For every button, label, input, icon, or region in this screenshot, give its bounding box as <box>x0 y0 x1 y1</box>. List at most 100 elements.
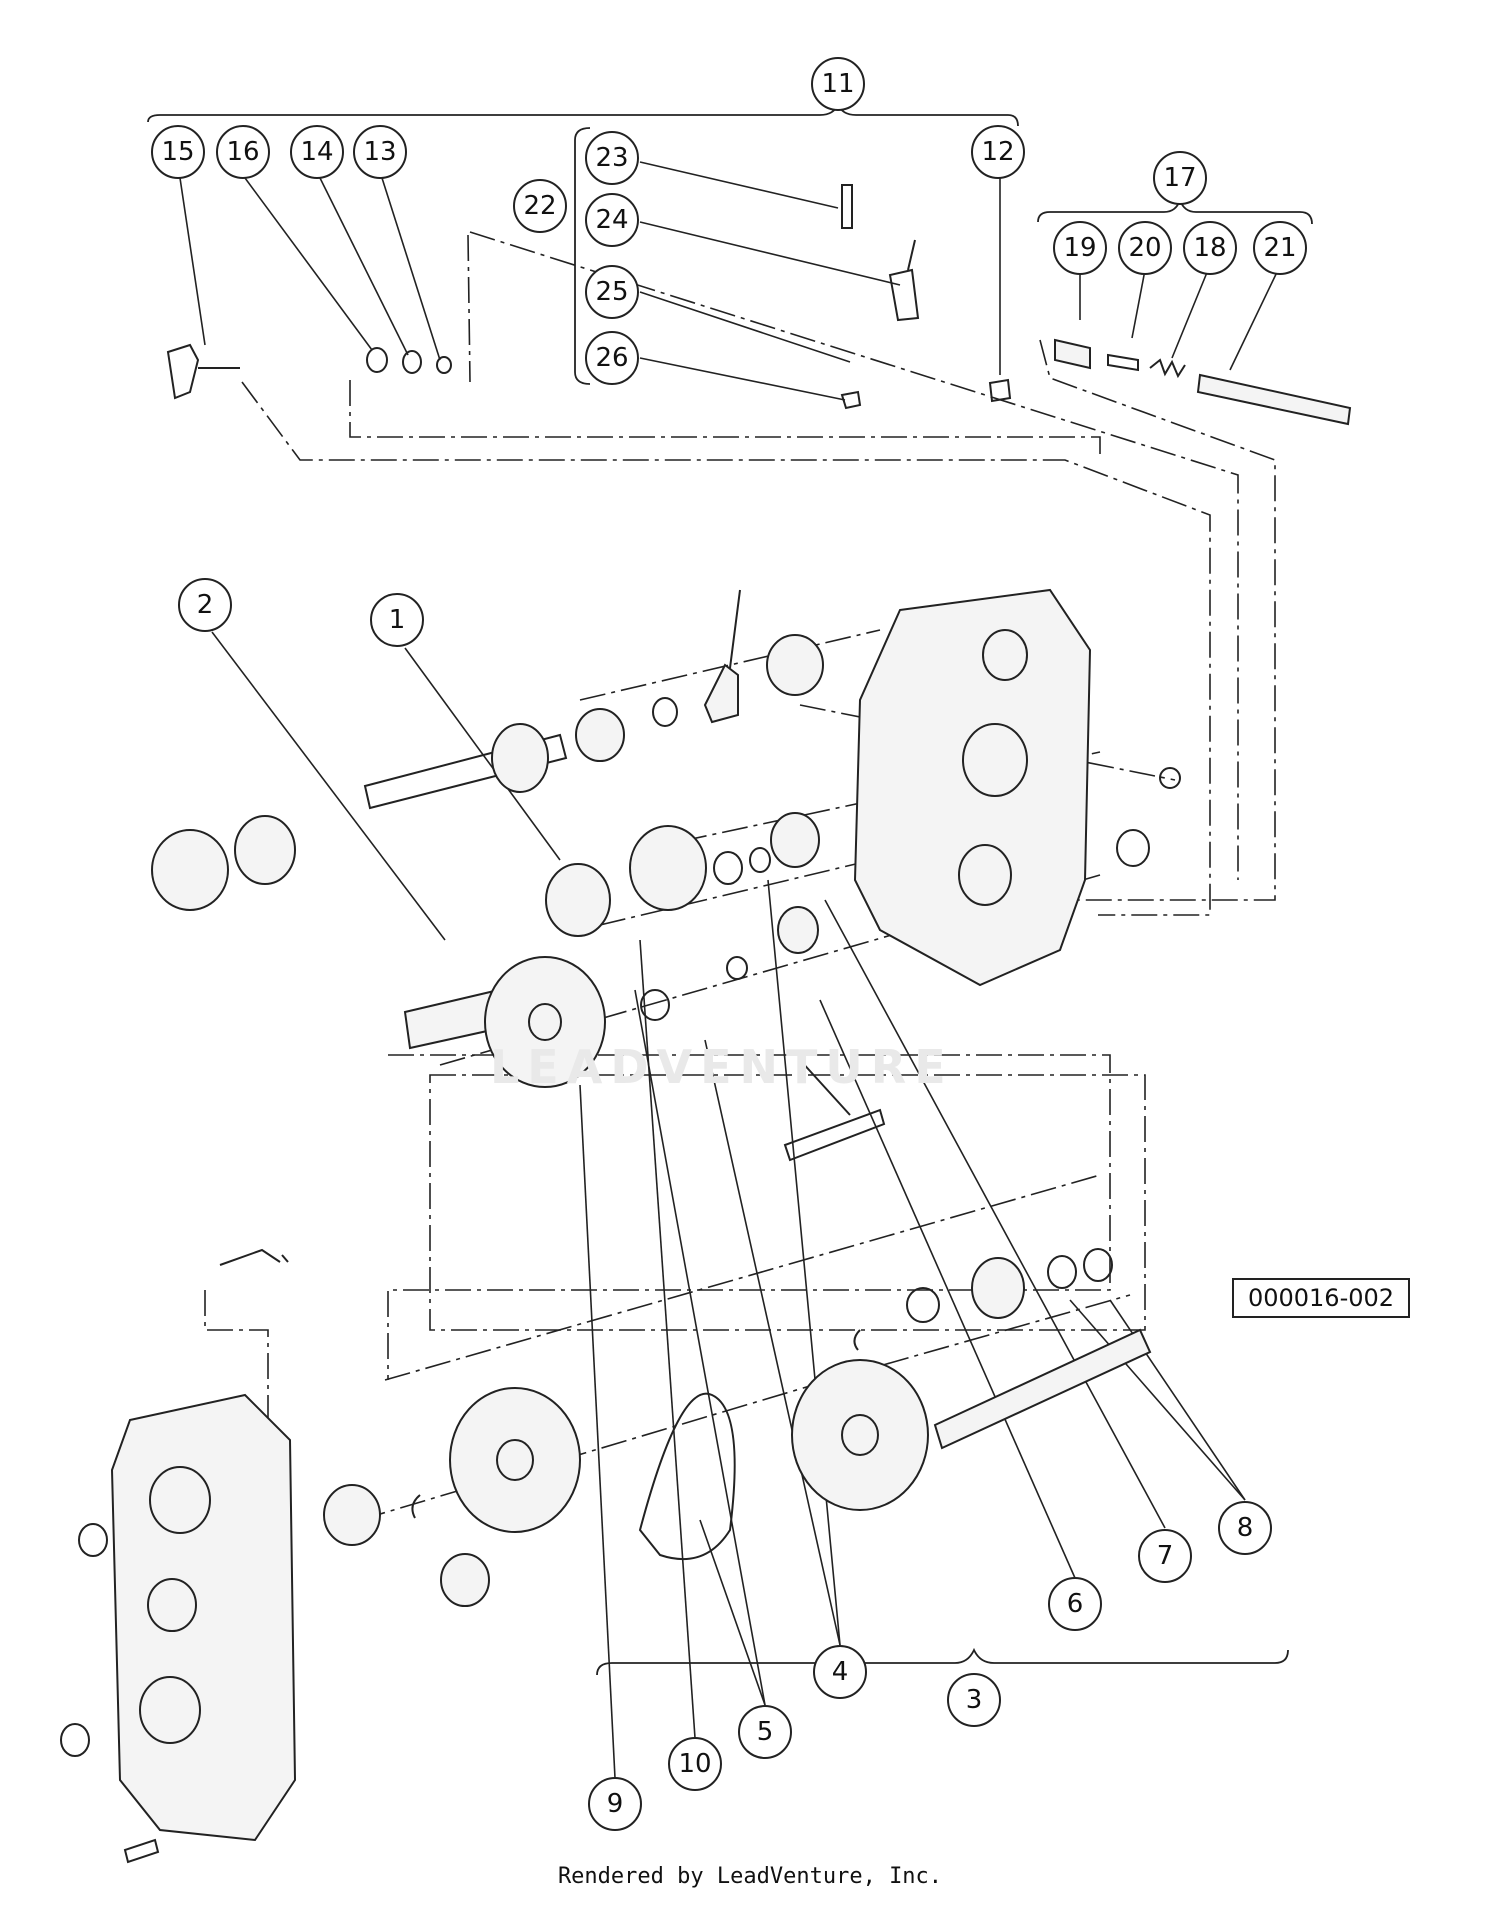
part-plug-right <box>1159 767 1181 789</box>
part-shift-plate <box>491 723 549 793</box>
dash-line-shaft <box>384 1174 1101 1381</box>
svg-text:18: 18 <box>1193 233 1226 263</box>
part-washer-4c <box>726 956 748 980</box>
callout-16: 16 <box>216 125 270 179</box>
part-bolt-23 <box>841 184 853 229</box>
part-housing-left-bore-2 <box>139 1676 201 1744</box>
dash-line-gears <box>439 874 1101 1066</box>
brace-22 <box>574 127 591 385</box>
part-gear-9 <box>484 956 606 1088</box>
dash-line-top-bearing <box>579 629 881 701</box>
leader-8a <box>1069 1299 1246 1501</box>
part-bearing-left-top <box>151 829 229 911</box>
part-shift-fork <box>703 589 741 724</box>
part-washer-4a <box>713 851 743 885</box>
part-seal-right <box>1116 829 1150 867</box>
svg-text:9: 9 <box>607 1789 624 1819</box>
part-washer-4b <box>749 847 771 873</box>
svg-text:19: 19 <box>1063 233 1096 263</box>
part-gear-10 <box>629 825 707 911</box>
part-gear-9-hub <box>528 1003 562 1041</box>
callout-9: 9 <box>588 1777 642 1831</box>
svg-text:22: 22 <box>523 191 556 221</box>
leader-8b <box>1109 1299 1246 1501</box>
part-seal-left-bottom <box>60 1723 90 1757</box>
callout-19: 19 <box>1053 221 1107 275</box>
callout-15: 15 <box>151 125 205 179</box>
part-sleeve-19 <box>1054 338 1091 370</box>
part-housing-right-bore-1 <box>962 723 1028 797</box>
part-clip-lower <box>411 1329 861 1519</box>
dash-line-mid-box <box>429 1074 1146 1331</box>
part-housing-right-bore-2 <box>958 844 1012 906</box>
part-housing-right <box>853 588 1092 987</box>
part-washer-lower <box>906 1287 940 1323</box>
callout-6: 6 <box>1048 1577 1102 1631</box>
callout-11: 11 <box>811 57 865 111</box>
part-drum-1 <box>545 863 611 937</box>
callout-20: 20 <box>1118 221 1172 275</box>
part-housing-right-bore-3 <box>982 629 1028 681</box>
part-ring-13 <box>436 356 452 374</box>
callout-22: 22 <box>513 179 567 233</box>
leader-24 <box>639 221 901 286</box>
part-washer-14 <box>402 350 422 374</box>
part-collar <box>575 708 625 762</box>
part-bushing-8a <box>1047 1255 1077 1289</box>
brace-11 <box>147 101 1019 127</box>
callout-7: 7 <box>1138 1529 1192 1583</box>
callout-17: 17 <box>1153 151 1207 205</box>
leader-15 <box>179 177 206 346</box>
leader-25 <box>639 291 851 363</box>
leader-23 <box>639 161 839 209</box>
part-gear-small-top <box>234 815 296 885</box>
part-chain <box>638 1392 736 1561</box>
part-gear-lower-right <box>791 1359 929 1511</box>
part-bushing-8b <box>1083 1248 1113 1282</box>
leader-9 <box>579 1084 616 1779</box>
svg-text:6: 6 <box>1067 1589 1084 1619</box>
part-nut-26 <box>840 390 862 410</box>
svg-text:25: 25 <box>595 277 628 307</box>
leader-4a <box>704 1039 841 1646</box>
callout-18: 18 <box>1183 221 1237 275</box>
dash-line-upper-2 <box>467 231 1239 880</box>
leader-5a <box>634 989 766 1706</box>
leader-14 <box>319 177 409 356</box>
svg-text:8: 8 <box>1237 1513 1254 1543</box>
callout-2: 2 <box>178 578 232 632</box>
svg-text:13: 13 <box>363 137 396 167</box>
part-snap-ring-top <box>652 697 678 727</box>
callout-8: 8 <box>1218 1501 1272 1555</box>
part-logo-boss <box>147 1578 197 1632</box>
dash-line-upper-1 <box>241 381 1211 916</box>
dash-line-mid-box-2 <box>387 1054 1111 1380</box>
leader-5b <box>699 1519 766 1706</box>
leader-20 <box>1131 269 1146 339</box>
part-nut-12 <box>988 378 1012 403</box>
part-gear-lower-left-hub <box>496 1439 534 1481</box>
callout-1: 1 <box>370 593 424 647</box>
part-gear-lower-right-hub <box>841 1414 879 1456</box>
svg-text:7: 7 <box>1157 1541 1174 1571</box>
svg-text:10: 10 <box>678 1749 711 1779</box>
svg-text:23: 23 <box>595 143 628 173</box>
leader-26 <box>639 357 846 401</box>
dash-line-upper-left <box>349 380 1101 460</box>
part-shift-rod <box>783 1059 886 1162</box>
svg-text:21: 21 <box>1263 233 1296 263</box>
part-spring-clip-top <box>219 1248 289 1266</box>
svg-text:14: 14 <box>300 137 333 167</box>
leader-2 <box>211 631 446 941</box>
brace-3 <box>596 1647 1289 1676</box>
leader-16 <box>244 177 373 351</box>
part-output-shaft <box>933 1328 1152 1450</box>
svg-text:1: 1 <box>389 605 406 635</box>
leader-1 <box>404 647 561 861</box>
callout-23: 23 <box>585 131 639 185</box>
part-bearing-6 <box>777 906 819 954</box>
callout-26: 26 <box>585 331 639 385</box>
watermark: LEADVENTURE <box>490 1040 954 1094</box>
callout-3: 3 <box>947 1673 1001 1727</box>
callout-12: 12 <box>971 125 1025 179</box>
